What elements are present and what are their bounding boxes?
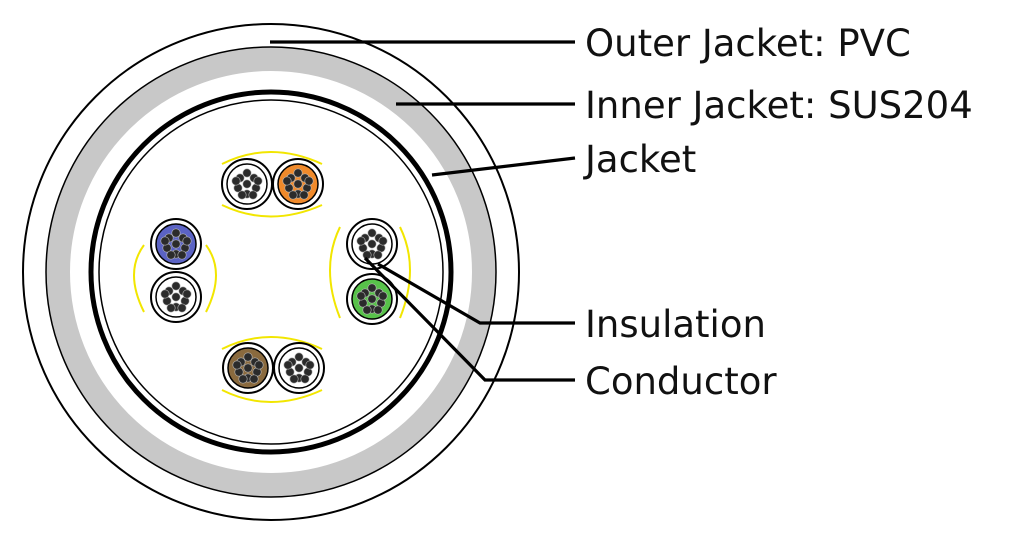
conductor-strand <box>362 305 372 315</box>
conductor-strand <box>243 363 253 373</box>
conductor-strand <box>171 292 181 302</box>
conductor-strand <box>367 283 377 293</box>
conductor-strand <box>182 289 192 299</box>
orange-pair <box>221 158 324 210</box>
conductor-strand <box>294 363 304 373</box>
conductor-strand <box>242 179 252 189</box>
conductor-strand <box>166 303 176 313</box>
conductor-strand <box>293 179 303 189</box>
conductor-strand <box>305 360 315 370</box>
leader-lines <box>270 40 576 382</box>
conductor-strand <box>171 281 181 291</box>
wrap-right-left <box>329 226 341 319</box>
conductor-strand <box>243 352 253 362</box>
wrap-bottom-upper <box>221 336 323 350</box>
twisted-pairs <box>150 158 398 394</box>
conductor-strand <box>232 360 242 370</box>
jacket-ring <box>88 89 454 455</box>
conductor-strand <box>378 291 388 301</box>
wrap-bottom-lower <box>221 389 323 403</box>
conductor-strand <box>171 239 181 249</box>
conductor-strand <box>304 176 314 186</box>
jacket-inner-outline <box>98 99 444 445</box>
conductor-strand <box>182 236 192 246</box>
conductor-strand <box>231 176 241 186</box>
conductor-strand <box>248 190 258 200</box>
conductor-strand <box>253 176 263 186</box>
conductor-strand <box>289 374 299 384</box>
conductor-strand <box>299 190 309 200</box>
conductor-strand <box>160 289 170 299</box>
leader-insulation <box>377 262 575 325</box>
conductor-strand <box>288 190 298 200</box>
conductor-strand <box>300 374 310 384</box>
conductor-strand <box>238 374 248 384</box>
conductor-strand <box>367 228 377 238</box>
wrap-left-right <box>205 244 217 313</box>
conductor-strand <box>373 305 383 315</box>
inner-jacket-band <box>46 47 496 497</box>
leader-jacket <box>431 156 576 177</box>
conductor-strand <box>166 250 176 260</box>
wrap-right-right <box>399 226 411 319</box>
blue-pair <box>150 218 202 323</box>
wrap-left-left <box>133 244 145 313</box>
label-outer-jacket: Outer Jacket: PVC <box>585 22 911 65</box>
conductor-strand <box>249 374 259 384</box>
conductor-strand <box>356 291 366 301</box>
conductor-strand <box>242 168 252 178</box>
green-pair <box>346 218 398 325</box>
leader-conductor <box>363 256 575 382</box>
conductor-strand <box>367 294 377 304</box>
conductor-strand <box>254 360 264 370</box>
label-inner-jacket: Inner Jacket: SUS204 <box>585 84 973 127</box>
pair-wraps <box>133 151 411 403</box>
wrap-top-lower <box>221 204 323 218</box>
conductor-strand <box>356 236 366 246</box>
conductor-strand <box>160 236 170 246</box>
conductor-strand <box>294 352 304 362</box>
conductor-strand <box>177 250 187 260</box>
conductor-strand <box>282 176 292 186</box>
label-conductor: Conductor <box>585 360 777 403</box>
wrap-top-upper <box>221 151 323 165</box>
conductor-strand <box>177 303 187 313</box>
conductor-strand <box>378 236 388 246</box>
conductor-strand <box>237 190 247 200</box>
brown-pair <box>222 342 325 394</box>
conductor-strand <box>283 360 293 370</box>
conductor-strand <box>293 168 303 178</box>
conductor-strand <box>171 228 181 238</box>
label-insulation: Insulation <box>585 303 766 346</box>
label-jacket: Jacket <box>583 138 696 181</box>
conductor-strand <box>373 250 383 260</box>
inner-jacket-outline <box>45 46 497 498</box>
conductor-strand <box>367 239 377 249</box>
